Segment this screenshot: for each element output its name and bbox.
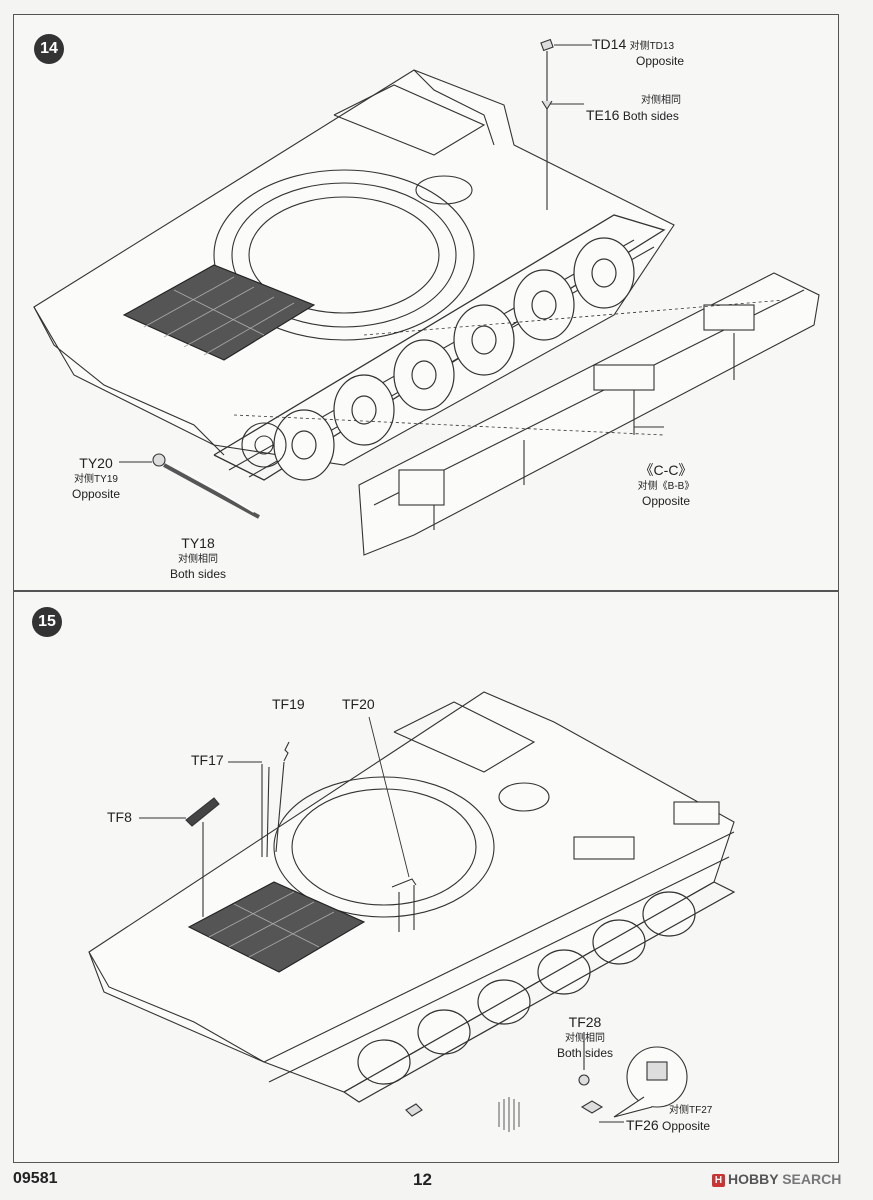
part-english-note: Opposite (71, 487, 121, 501)
tank-hull-drawing-step14 (33, 38, 820, 556)
part-number: TF8 (107, 809, 132, 825)
part-english-note: Opposite (641, 494, 691, 508)
step-14-panel: 14 (13, 14, 839, 591)
part-number: 《C-C》 (639, 462, 693, 478)
part-chinese-note: 对侧相同 (565, 1033, 605, 1044)
part-number: TD14 (592, 36, 627, 52)
part-chinese-note: 对侧TD13 (629, 41, 675, 52)
part-tf8-label: TF8 (107, 810, 132, 825)
watermark-text-1: HOBBY (728, 1171, 779, 1187)
step-number-badge: 15 (32, 607, 62, 637)
step-number-badge: 14 (34, 34, 64, 64)
part-number: TF19 (272, 696, 305, 712)
part-english-note: Both sides (556, 1046, 614, 1060)
tank-hull-drawing-step15 (88, 691, 736, 1132)
part-english-note: Opposite (662, 1119, 711, 1133)
part-tf28-label: TF28 对侧相同 Both sides (554, 1015, 616, 1060)
part-english-note: Both sides (622, 109, 679, 123)
part-cc-label: 《C-C》 对侧《B-B》 Opposite (626, 463, 706, 508)
step-15-panel: 15 (13, 591, 839, 1163)
watermark-text-2: SEARCH (782, 1171, 842, 1187)
hobby-search-logo-icon: H (712, 1174, 725, 1187)
part-english-note: Both sides (169, 567, 227, 581)
part-number: TF17 (191, 752, 224, 768)
part-chinese-note: 对侧相同 (641, 95, 681, 106)
part-chinese-note: 对侧相同 (178, 554, 218, 565)
part-ty18-label: TY18 对侧相同 Both sides (162, 536, 234, 581)
part-number: TY20 (79, 455, 113, 471)
part-chinese-note: 对侧TY19 (74, 474, 118, 485)
kit-code: 09581 (13, 1170, 58, 1187)
part-tf20-label: TF20 (342, 697, 375, 712)
part-number: TY18 (181, 535, 215, 551)
part-number: TF26 (626, 1117, 659, 1133)
part-tf19-label: TF19 (272, 697, 305, 712)
page-number: 12 (413, 1170, 432, 1189)
part-tf26-label: 对侧TF27 TF26 Opposite (626, 1102, 712, 1133)
part-number: TE16 (586, 107, 620, 123)
part-td14-label: TD14 对侧TD13 Opposite (592, 37, 684, 68)
part-number: TF28 (568, 1014, 602, 1030)
part-tf17-label: TF17 (191, 753, 224, 768)
part-chinese-note: 对侧TF27 (669, 1105, 713, 1116)
part-chinese-note: 对侧《B-B》 (637, 481, 695, 492)
part-number: TF20 (342, 696, 375, 712)
part-ty20-label: TY20 对侧TY19 Opposite (64, 456, 128, 501)
part-te16-label: 对侧相同 TE16 Both sides (586, 92, 681, 123)
part-english-note: Opposite (636, 54, 685, 68)
